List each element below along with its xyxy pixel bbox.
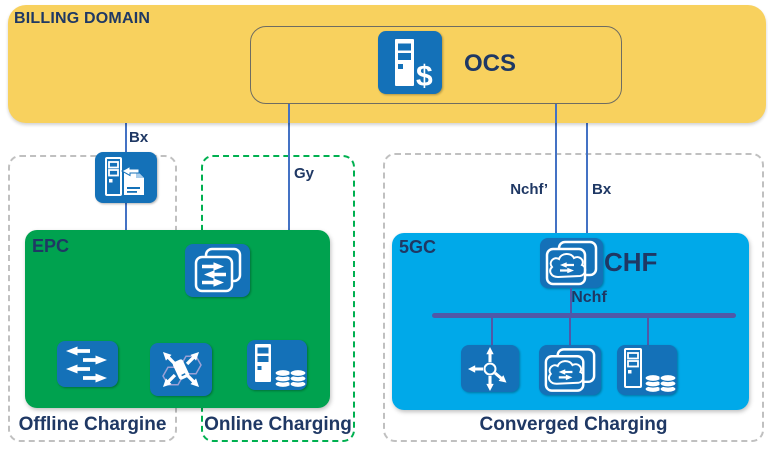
bx-right-label: Bx <box>592 181 612 198</box>
charging-data-server-icon <box>247 340 307 390</box>
ocs-label: OCS <box>464 50 517 77</box>
chf-label: CHF <box>604 247 658 277</box>
converged-charging-label: Converged Charging <box>479 414 668 435</box>
fivegc-label: 5GC <box>399 237 437 257</box>
nchf-prime-line-band-segment <box>555 103 557 123</box>
bx-left-label: Bx <box>129 129 149 146</box>
bus-drop-line <box>569 318 571 345</box>
gy-line <box>288 103 290 233</box>
bus-drop-line <box>647 318 649 345</box>
nchf-prime-label: Nchf’ <box>510 181 548 198</box>
online-charging-label: Online Charging <box>204 414 352 435</box>
epc-label: EPC <box>32 236 70 256</box>
routing-function-icon <box>461 345 519 392</box>
nchf-label: Nchf <box>571 289 607 306</box>
server-log-icon <box>95 152 157 203</box>
switch-icon <box>57 341 118 387</box>
converged-charging-domain-box <box>383 153 764 442</box>
chf-cloud-icon <box>540 238 603 288</box>
bx-right-line <box>586 120 588 240</box>
gy-label: Gy <box>294 165 315 182</box>
chf-bus-connector <box>570 288 572 315</box>
server-dollar-icon: $ <box>378 31 442 94</box>
svg-text:$: $ <box>416 60 433 93</box>
cloud-function-icon <box>539 345 601 395</box>
offline-charging-label: Offline Chargine <box>18 414 167 435</box>
bus-drop-line <box>491 318 493 345</box>
nchf-bus-line <box>432 313 736 318</box>
charging-gateway-icon <box>185 244 250 297</box>
gy-line-band-segment <box>288 103 290 123</box>
billing-domain-title: BILLING DOMAIN <box>14 10 151 27</box>
ocs-box <box>250 26 622 104</box>
data-repository-icon <box>617 345 677 395</box>
mobility-icon <box>150 343 212 396</box>
nchf-prime-line <box>555 103 557 240</box>
